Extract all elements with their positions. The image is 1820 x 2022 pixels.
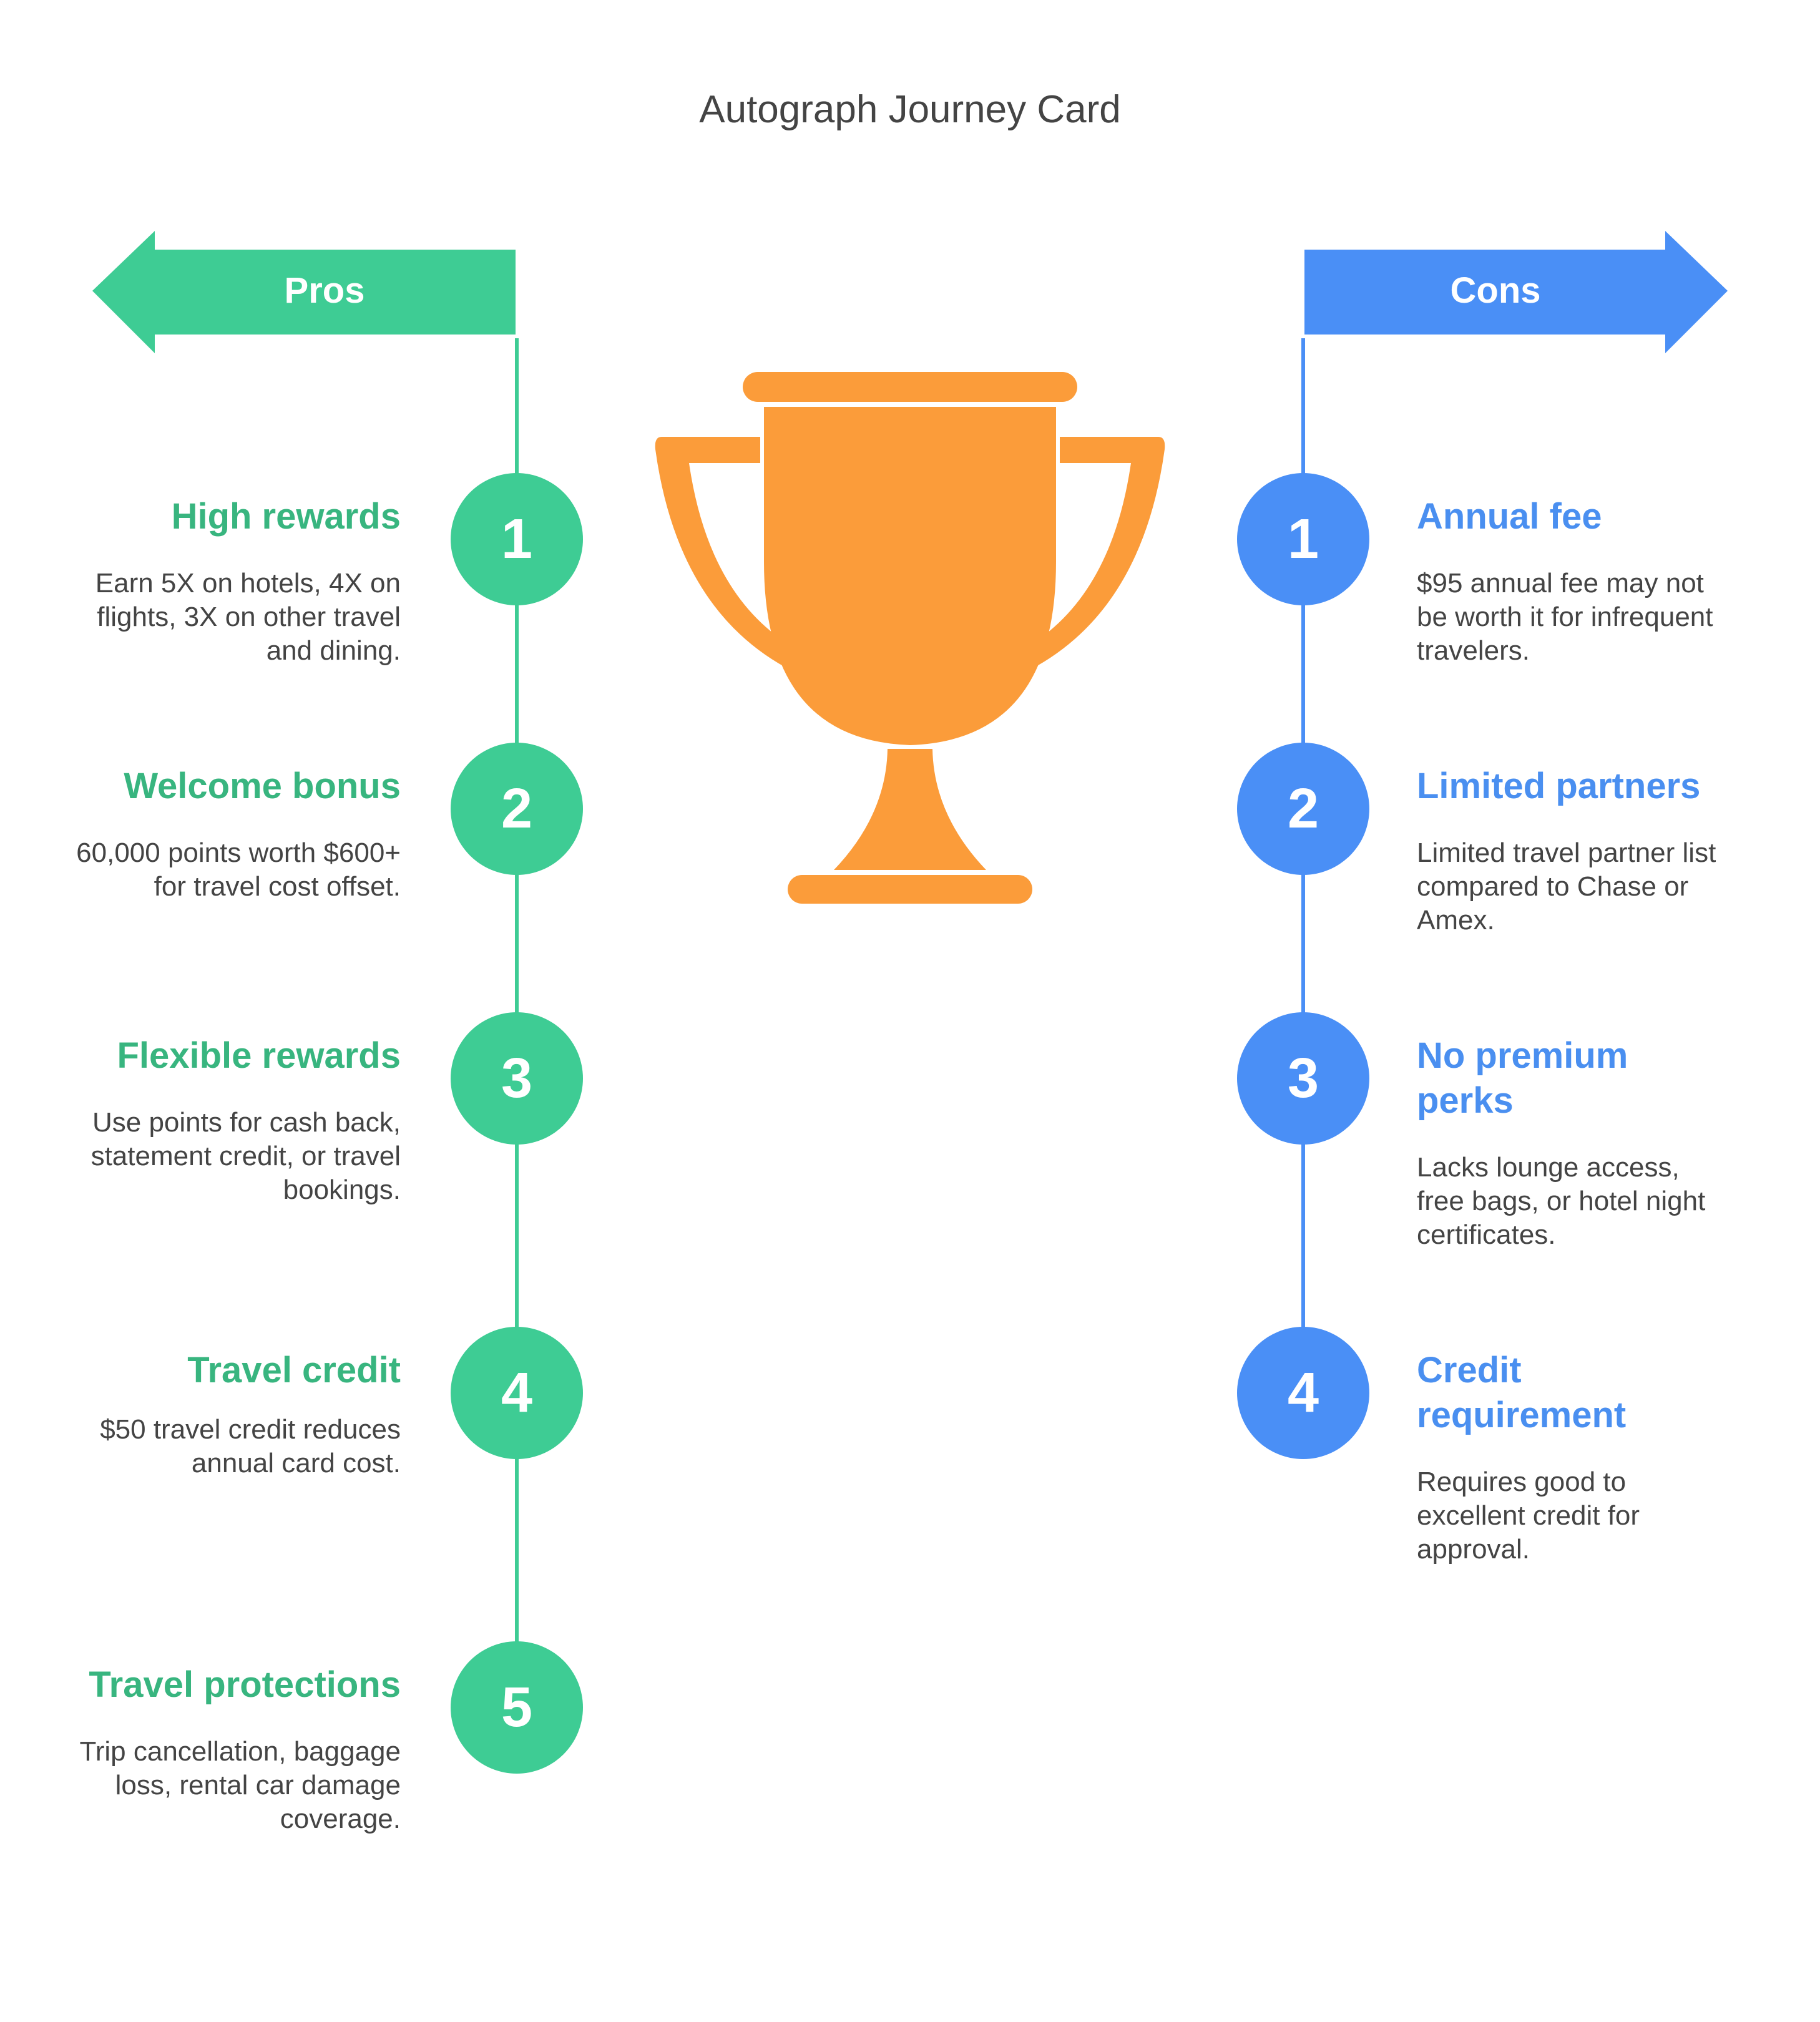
pros-item-desc: Earn 5X on hotels, 4X on flights, 3X on … <box>95 568 401 666</box>
pros-badge-circle <box>451 473 583 605</box>
pros-badge-circle <box>451 743 583 875</box>
cons-badge-number: 3 <box>1287 1047 1319 1110</box>
cons-badge-circle <box>1237 1327 1369 1459</box>
cons-item-desc: $95 annual fee may not be worth it for i… <box>1417 568 1713 666</box>
arrow-right-icon <box>1304 231 1728 353</box>
cons-item-desc: Limited travel partner list compared to … <box>1417 838 1716 935</box>
pros-badge-number: 5 <box>501 1676 533 1739</box>
arrow-left-icon <box>92 231 516 353</box>
cons-item-desc: Requires good to excellent credit for ap… <box>1417 1467 1640 1565</box>
cons-header-label: Cons <box>1450 270 1541 311</box>
cons-badge-circle <box>1237 743 1369 875</box>
cons-item-title: No premium perks <box>1417 1035 1628 1121</box>
cons-item-desc: Lacks lounge access, free bags, or hotel… <box>1417 1152 1706 1250</box>
cons-item-title: Annual fee <box>1417 496 1602 537</box>
pros-badge-number: 3 <box>501 1047 533 1110</box>
cons-item-title: Limited partners <box>1417 766 1701 806</box>
trophy-icon <box>655 372 1165 904</box>
pros-badge-circle <box>451 1641 583 1774</box>
pros-item-title: Travel protections <box>89 1664 401 1705</box>
cons-badge-circle <box>1237 1012 1369 1145</box>
pros-item-title: Flexible rewards <box>117 1035 401 1076</box>
pros-item-desc: Trip cancellation, baggage loss, rental … <box>79 1736 401 1834</box>
pros-item-desc: $50 travel credit reduces annual card co… <box>100 1414 401 1478</box>
cons-badge-circle <box>1237 473 1369 605</box>
pros-header-label: Pros <box>284 270 365 311</box>
pros-badge-circle <box>451 1012 583 1145</box>
pros-badge-circle <box>451 1327 583 1459</box>
pros-item-title: Welcome bonus <box>124 766 401 806</box>
cons-badge-number: 2 <box>1287 778 1319 840</box>
cons-badge-number: 4 <box>1287 1362 1319 1424</box>
cons-item-title: Credit requirement <box>1417 1350 1627 1435</box>
pros-item-desc: Use points for cash back, statement cred… <box>91 1107 401 1205</box>
pros-item-desc: 60,000 points worth $600+ for travel cos… <box>76 838 401 902</box>
cons-badge-number: 1 <box>1287 508 1319 570</box>
pros-item-title: Travel credit <box>187 1350 401 1390</box>
diagram-title: Autograph Journey Card <box>699 88 1121 131</box>
pros-item-title: High rewards <box>171 496 401 537</box>
pros-badge-number: 2 <box>501 778 533 840</box>
pros-badge-number: 4 <box>501 1362 533 1424</box>
pros-badge-number: 1 <box>501 508 533 570</box>
